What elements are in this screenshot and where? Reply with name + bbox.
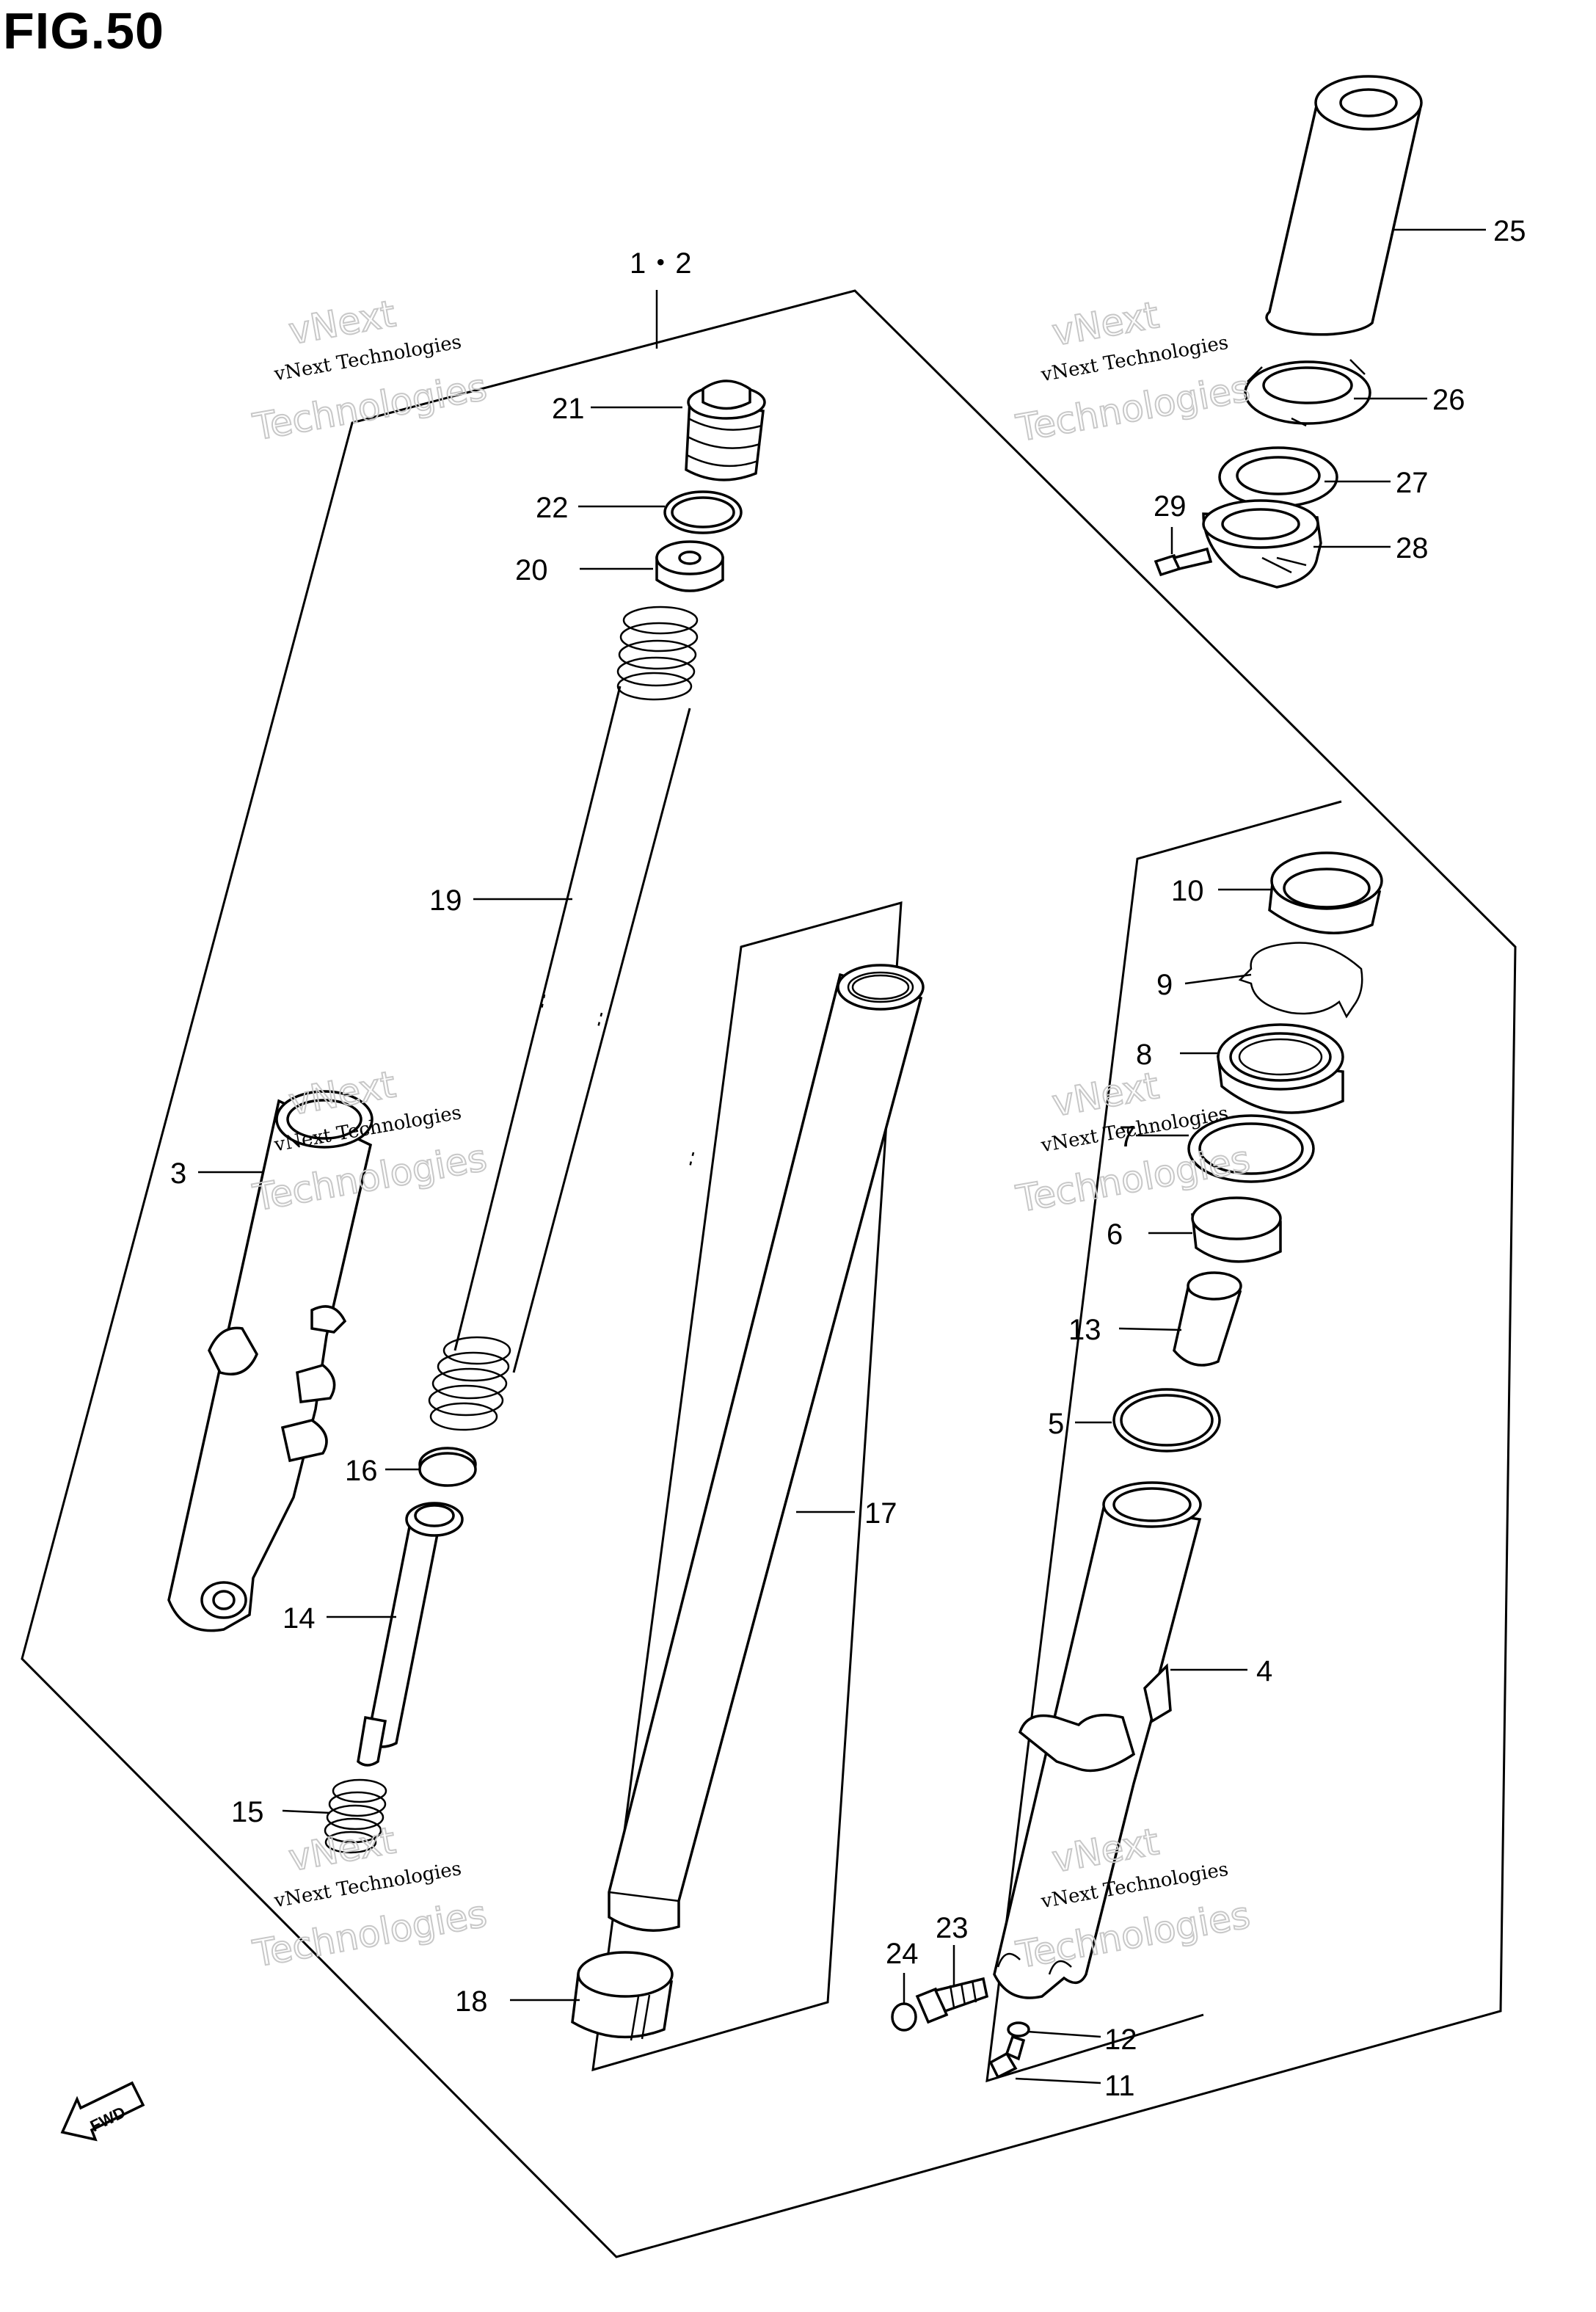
callout-24: 24 bbox=[886, 1938, 919, 1970]
part-3-outer-tube-left bbox=[167, 1090, 374, 1632]
part-22-o-ring bbox=[663, 490, 743, 534]
callout-27: 27 bbox=[1396, 467, 1429, 499]
part-9-circlip bbox=[1238, 942, 1363, 1019]
callout-28: 28 bbox=[1396, 532, 1429, 564]
part-18-bushing bbox=[571, 1951, 674, 2041]
part-21-cap-bolt bbox=[685, 379, 766, 481]
part-8-oil-seal bbox=[1216, 1023, 1344, 1114]
part-24-plug bbox=[891, 2002, 917, 2032]
assembly-boundary-right bbox=[985, 800, 1342, 2083]
part-6-guide-bushing bbox=[1191, 1196, 1282, 1263]
part-19-spring-body bbox=[453, 686, 691, 1373]
part-19-spring-bottom bbox=[428, 1336, 511, 1431]
part-27-washer bbox=[1218, 446, 1338, 508]
callout-17: 17 bbox=[864, 1497, 897, 1530]
part-20-spacer bbox=[655, 540, 724, 592]
callout-21: 21 bbox=[552, 393, 585, 425]
part-26-nut bbox=[1244, 359, 1371, 427]
part-11-bolt bbox=[988, 2035, 1026, 2079]
watermark-top-left: Technologies vNext vNext Technologies bbox=[249, 291, 490, 449]
callout-3: 3 bbox=[170, 1157, 186, 1190]
watermark-text-small: vNext bbox=[285, 292, 398, 352]
callout-18: 18 bbox=[455, 1985, 488, 2018]
part-4-outer-tube-right bbox=[993, 1481, 1202, 1999]
assembly-boundary-outer bbox=[21, 289, 1517, 2258]
callout-23: 23 bbox=[936, 1912, 969, 1944]
part-29-bolt bbox=[1154, 547, 1213, 577]
callout-13: 13 bbox=[1068, 1314, 1101, 1346]
part-10-dust-seal bbox=[1268, 851, 1383, 934]
callout-10: 10 bbox=[1171, 875, 1204, 907]
part-19-spring-top bbox=[616, 606, 699, 701]
watermark-text-small: vNext bbox=[1049, 1064, 1162, 1124]
watermark-text-small: vNext bbox=[285, 1063, 398, 1123]
watermark-text-small: vNext bbox=[285, 1819, 398, 1879]
callout-9: 9 bbox=[1156, 969, 1173, 1001]
part-14-damper-rod bbox=[357, 1502, 464, 1767]
watermark-text-small: vNext bbox=[1049, 294, 1162, 354]
callout-12: 12 bbox=[1104, 2024, 1137, 2056]
fwd-arrow-icon: FWD bbox=[60, 2081, 145, 2142]
callout-29: 29 bbox=[1154, 490, 1187, 523]
watermark-top-right: Technologies vNext vNext Technologies bbox=[1012, 293, 1253, 451]
callout-1-2: 1・2 bbox=[630, 247, 692, 280]
part-13-oil-lock-piece bbox=[1173, 1271, 1242, 1367]
callout-20: 20 bbox=[515, 554, 548, 586]
assembly-boundary-inner bbox=[591, 901, 903, 2072]
callout-7: 7 bbox=[1119, 1121, 1135, 1153]
watermark-bottom-left: Technologies vNext vNext Technologies bbox=[249, 1818, 490, 1976]
callout-25: 25 bbox=[1493, 215, 1526, 247]
callout-labels: 1・2 3 4 5 6 7 8 9 10 11 12 13 14 15 16 1… bbox=[170, 215, 1526, 2102]
part-12-gasket bbox=[1007, 2021, 1030, 2037]
part-23-drain-bolt bbox=[915, 1977, 989, 2024]
leader-lines bbox=[198, 228, 1486, 2084]
part-5-snap-ring bbox=[1112, 1388, 1221, 1453]
callout-6: 6 bbox=[1107, 1218, 1123, 1251]
watermark-mid-left: Technologies vNext vNext Technologies bbox=[249, 1062, 490, 1220]
callout-22: 22 bbox=[536, 492, 569, 524]
callout-26: 26 bbox=[1432, 384, 1465, 416]
callout-19: 19 bbox=[429, 884, 462, 917]
callout-15: 15 bbox=[231, 1796, 264, 1828]
part-16-ring bbox=[418, 1447, 477, 1487]
callout-11: 11 bbox=[1104, 2070, 1135, 2102]
part-25-fork-cover bbox=[1265, 75, 1423, 336]
callout-5: 5 bbox=[1048, 1408, 1064, 1440]
callout-4: 4 bbox=[1256, 1655, 1272, 1687]
callout-8: 8 bbox=[1136, 1039, 1152, 1071]
part-17-inner-tube bbox=[608, 964, 925, 1932]
part-7-washer bbox=[1187, 1114, 1315, 1183]
part-28-clamp bbox=[1202, 499, 1322, 589]
callout-16: 16 bbox=[345, 1455, 378, 1487]
callout-14: 14 bbox=[283, 1602, 316, 1635]
figure-title: FIG.50 bbox=[3, 2, 164, 59]
part-15-rebound-spring bbox=[324, 1778, 387, 1854]
